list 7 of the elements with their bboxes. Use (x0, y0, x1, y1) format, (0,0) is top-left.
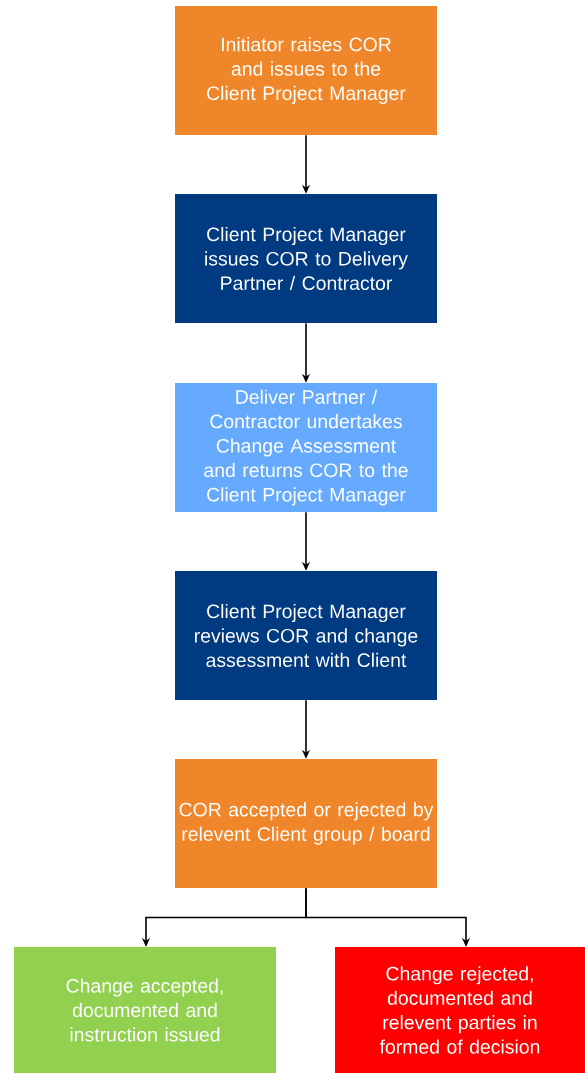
process-box: Client Project Manager issues COR to Delivery Partner / Contractor (175, 194, 437, 323)
process-box: COR accepted or rejected by relevent Client group / board (175, 759, 437, 888)
process-box: Change rejected, documented and relevent parties in formed of decision (335, 947, 585, 1073)
process-box: Deliver Partner / Contractor undertakes Change Assessment and returns COR to the Client Project Manager (175, 383, 437, 512)
process-box: Change accepted, documented and instruction issued (14, 947, 276, 1073)
process-box: Client Project Manager reviews COR and change assessment with Client (175, 571, 437, 700)
process-box: Initiator raises COR and issues to the Client Project Manager (175, 6, 437, 135)
